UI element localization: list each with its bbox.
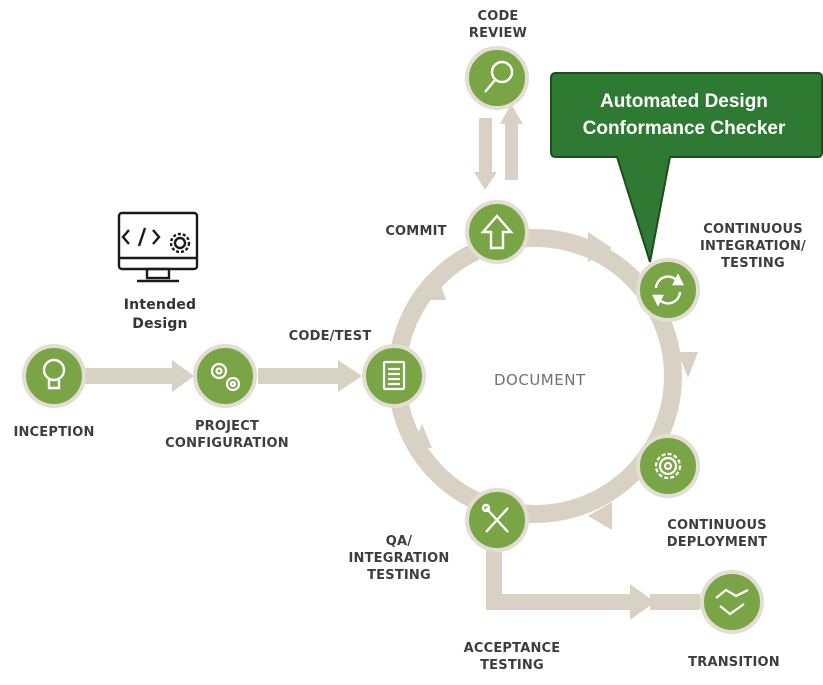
code-monitor-gear-icon [117, 211, 199, 283]
arrow-acceptance-head [630, 584, 655, 620]
node-commit [465, 200, 529, 264]
callout-line-1: Automated Design [600, 91, 768, 112]
label-continuous-deployment: CONTINUOUS DEPLOYMENT [666, 518, 768, 550]
refresh-icon [652, 273, 684, 307]
node-inception [22, 344, 86, 408]
node-transition [700, 570, 764, 634]
node-code-test [362, 344, 426, 408]
arrow-qa-down [486, 545, 502, 607]
arrow-review-down-head [474, 172, 497, 190]
node-continuous-integration [636, 258, 700, 322]
connectors [82, 104, 700, 620]
arrow-inception-to-config [82, 360, 194, 392]
node-continuous-deployment [636, 434, 700, 498]
label-code-test: CODE/TEST [288, 329, 372, 344]
label-inception: INCEPTION [13, 425, 95, 440]
intended-design-label: Intended Design [123, 297, 197, 332]
gears-icon [210, 362, 241, 392]
label-project-configuration: PROJECT CONFIGURATION [165, 419, 289, 451]
lightbulb-icon [42, 358, 66, 390]
arrow-acceptance-right [486, 594, 636, 610]
document-icon [382, 360, 406, 391]
gear-icon [654, 452, 682, 480]
label-continuous-integration: CONTINUOUS INTEGRATION/ TESTING [700, 222, 806, 271]
node-project-configuration [193, 344, 257, 408]
arrow-config-to-codetest [258, 360, 362, 392]
arrow-review-down-shaft [479, 118, 492, 178]
label-acceptance-testing: ACCEPTANCE TESTING [463, 641, 561, 673]
node-qa-integration [465, 488, 529, 552]
upload-arrow-icon [480, 214, 514, 250]
label-code-review: CODE REVIEW [468, 9, 528, 41]
center-label: DOCUMENT [494, 371, 586, 389]
tools-icon [481, 503, 509, 533]
callout-line-2: Conformance Checker [582, 118, 786, 139]
label-qa-integration: QA/ INTEGRATION TESTING [348, 534, 450, 583]
callout-box [550, 72, 823, 263]
callout-text: Automated Design Conformance Checker [548, 88, 820, 142]
ring-arrowheads [412, 232, 698, 530]
label-commit: COMMIT [385, 224, 447, 239]
arrow-to-transition [650, 594, 700, 610]
handshake-icon [715, 588, 749, 616]
magnifier-icon [484, 60, 514, 93]
arrow-review-up-shaft [505, 118, 518, 180]
label-transition: TRANSITION [688, 655, 780, 670]
arrow-review-up-head [500, 104, 523, 124]
node-code-review [465, 46, 529, 110]
